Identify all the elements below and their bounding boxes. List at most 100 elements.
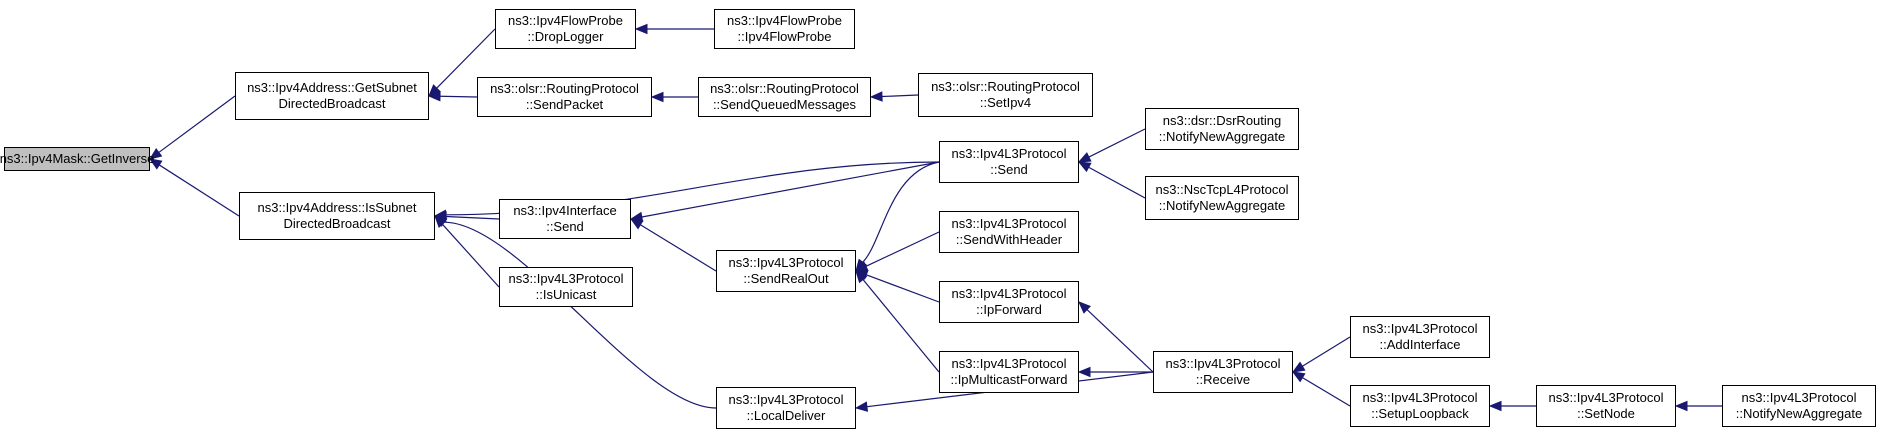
node-label-line: ns3::Ipv4L3Protocol	[1165, 356, 1281, 371]
arrowhead	[427, 90, 441, 102]
node-label-line: ns3::Ipv4FlowProbe	[508, 13, 623, 28]
node-label-line: ::NotifyNewAggregate	[1735, 406, 1863, 421]
node-label-line: ::IpMulticastForward	[950, 372, 1068, 387]
node-label-line: ::SetIpv4	[979, 95, 1032, 110]
arrowhead	[1077, 366, 1091, 378]
node-label-line: ns3::Ipv4Address::IsSubnet	[257, 200, 417, 215]
node-ns3-ipv4l3protocol-ipmulticastforward[interactable]: ns3::Ipv4L3Protocol::IpMulticastForward	[939, 351, 1079, 393]
node-label-line: ns3::Ipv4L3Protocol	[951, 356, 1067, 371]
edge-receive-to-ipfwd	[1078, 301, 1154, 373]
node-label-line: ::SetupLoopback	[1371, 406, 1469, 421]
edge-flowprobe-to-droplog	[634, 23, 714, 35]
arrowhead	[1488, 400, 1502, 412]
node-ns3-olsr-routingprotocol-sendpacket[interactable]: ns3::olsr::RoutingProtocol::SendPacket	[477, 77, 652, 117]
node-ns3-ipv4flowprobe-ipv4flowprobe[interactable]: ns3::Ipv4FlowProbe::Ipv4FlowProbe	[714, 9, 855, 49]
edge-sendreal-to-ifsend	[629, 218, 717, 272]
node-ns3-ipv4flowprobe-droplogger[interactable]: ns3::Ipv4FlowProbe::DropLogger	[495, 9, 636, 49]
node-ns3-nsctcpl4protocol-notifynewaggregate[interactable]: ns3::NscTcpL4Protocol::NotifyNewAggregat…	[1145, 176, 1299, 220]
node-label-line: ::NotifyNewAggregate	[1158, 129, 1286, 144]
edge-setipv4-to-sendq	[869, 91, 919, 102]
node-label-line: ns3::Ipv4L3Protocol	[728, 255, 844, 270]
node-label-line: ::Send	[990, 162, 1028, 177]
edge-l3send-to-sendreal	[855, 161, 940, 273]
arrowhead	[1291, 361, 1306, 373]
arrowhead	[1674, 400, 1688, 412]
node-ns3-ipv4l3protocol-sendrealout[interactable]: ns3::Ipv4L3Protocol::SendRealOut	[716, 250, 856, 292]
node-ns3-ipv4l3protocol-localdeliver[interactable]: ns3::Ipv4L3Protocol::LocalDeliver	[716, 387, 856, 429]
node-label-line: ::LocalDeliver	[746, 408, 826, 423]
node-ns3-ipv4l3protocol-notifynewaggregate[interactable]: ns3::Ipv4L3Protocol::NotifyNewAggregate	[1722, 385, 1876, 427]
arrowhead	[629, 218, 644, 230]
arrowhead	[854, 401, 869, 412]
edge-getsub-to-root	[148, 95, 236, 160]
arrowhead	[1291, 371, 1306, 383]
node-label-line: DirectedBroadcast	[283, 216, 391, 231]
arrowhead	[650, 91, 664, 103]
node-label-line: ns3::Ipv4Interface	[513, 203, 617, 218]
node-label-line: ns3::Ipv4L3Protocol	[728, 392, 844, 407]
node-ns3-ipv4l3protocol-send[interactable]: ns3::Ipv4L3Protocol::Send	[939, 141, 1079, 183]
node-label-line: ns3::dsr::DsrRouting	[1162, 113, 1282, 128]
node-ns3-ipv4interface-send[interactable]: ns3::Ipv4Interface::Send	[499, 199, 631, 239]
node-label-line: ns3::Ipv4Address::GetSubnet	[247, 80, 417, 95]
node-label-line: ::SendQueuedMessages	[712, 97, 857, 112]
edge-notifyagg-to-setnode	[1674, 400, 1722, 412]
node-label-line: ns3::Ipv4L3Protocol	[508, 271, 624, 286]
node-label-line: ns3::olsr::RoutingProtocol	[710, 81, 859, 96]
arrowhead	[1077, 161, 1092, 173]
arrowhead	[1078, 301, 1091, 314]
edge-receive-to-ipmfwd	[1077, 366, 1153, 378]
node-label-line: ::SendPacket	[525, 97, 604, 112]
arrowhead	[634, 23, 648, 35]
edge-l3send-to-ifsend	[629, 161, 940, 223]
edge-localdel-to-issub	[433, 215, 717, 409]
node-label-line: ns3::Ipv4L3Protocol	[951, 146, 1067, 161]
edge-dsr-to-l3send	[1077, 128, 1146, 163]
node-label-line: ns3::olsr::RoutingProtocol	[931, 79, 1080, 94]
edge-addif-to-receive	[1291, 336, 1351, 373]
node-ns3-olsr-routingprotocol-sendqueuedmessages[interactable]: ns3::olsr::RoutingProtocol::SendQueuedMe…	[698, 77, 871, 117]
node-ns3-ipv4l3protocol-addinterface[interactable]: ns3::Ipv4L3Protocol::AddInterface	[1350, 316, 1490, 358]
arrowhead	[148, 158, 163, 170]
node-label-line: ::IsUnicast	[535, 287, 597, 302]
node-label-line: ns3::Ipv4Mask::GetInverse	[0, 151, 155, 166]
node-ns3-ipv4l3protocol-ipforward[interactable]: ns3::Ipv4L3Protocol::IpForward	[939, 281, 1079, 323]
arrowhead	[148, 147, 163, 160]
node-ns3-ipv4l3protocol-receive[interactable]: ns3::Ipv4L3Protocol::Receive	[1153, 351, 1293, 393]
edge-sendq-to-sendpkt	[650, 91, 698, 103]
node-label-line: ::Send	[546, 219, 584, 234]
node-ns3-dsr-dsrrouting-notifynewaggregate[interactable]: ns3::dsr::DsrRouting::NotifyNewAggregate	[1145, 108, 1299, 150]
arrowhead	[1077, 152, 1092, 163]
node-label-line: ::Receive	[1195, 372, 1251, 387]
node-label-line: ns3::olsr::RoutingProtocol	[490, 81, 639, 96]
node-ns3-ipv4mask-getinverse: ns3::Ipv4Mask::GetInverse	[0, 147, 154, 171]
arrowhead	[869, 91, 883, 102]
node-label-line: ::SendRealOut	[743, 271, 829, 286]
edge-setnode-to-setloop	[1488, 400, 1536, 412]
edge-setloop-to-receive	[1291, 371, 1351, 407]
node-label-line: ns3::Ipv4L3Protocol	[1548, 390, 1664, 405]
node-ns3-ipv4l3protocol-setnode[interactable]: ns3::Ipv4L3Protocol::SetNode	[1536, 385, 1676, 427]
node-ns3-olsr-routingprotocol-setipv4[interactable]: ns3::olsr::RoutingProtocol::SetIpv4	[918, 73, 1093, 117]
node-label-line: ns3::Ipv4L3Protocol	[951, 216, 1067, 231]
node-label-line: ::SetNode	[1577, 406, 1635, 421]
node-label-line: ::IpForward	[976, 302, 1042, 317]
node-ns3-ipv4l3protocol-sendwithheader[interactable]: ns3::Ipv4L3Protocol::SendWithHeader	[939, 211, 1079, 253]
node-label-line: ::Ipv4FlowProbe	[737, 29, 832, 44]
edge-nsc-to-l3send	[1077, 161, 1146, 199]
node-label-line: ns3::Ipv4L3Protocol	[1741, 390, 1857, 405]
node-label-line: ::DropLogger	[527, 29, 604, 44]
edge-sendhdr-to-sendreal	[854, 231, 940, 272]
node-label-line: ::NotifyNewAggregate	[1158, 198, 1286, 213]
node-ns3-ipv4l3protocol-isunicast[interactable]: ns3::Ipv4L3Protocol::IsUnicast	[499, 267, 633, 307]
node-label-line: ns3::NscTcpL4Protocol	[1155, 182, 1289, 197]
node-label-line: ns3::Ipv4L3Protocol	[1362, 321, 1478, 336]
node-ns3-ipv4l3protocol-setuploopback[interactable]: ns3::Ipv4L3Protocol::SetupLoopback	[1350, 385, 1490, 427]
edge-sendpkt-to-getsub	[427, 90, 478, 102]
node-label-line: ns3::Ipv4FlowProbe	[727, 13, 842, 28]
node-label-line: ns3::Ipv4L3Protocol	[951, 286, 1067, 301]
arrowhead	[855, 269, 868, 284]
